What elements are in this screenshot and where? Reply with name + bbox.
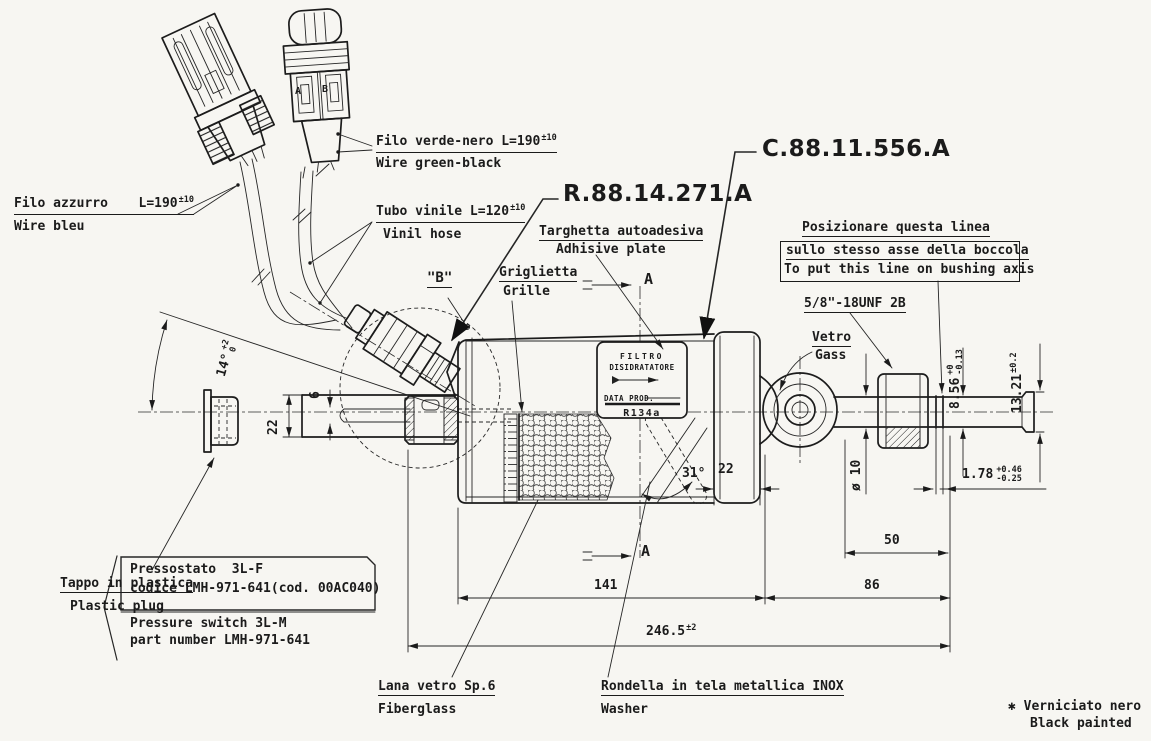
label-sight-glass-en: Gass bbox=[815, 348, 847, 363]
wire-blue-tolerance: ±10 bbox=[178, 195, 194, 205]
pressostato-en1: Pressure switch 3L-M bbox=[130, 616, 287, 631]
plate-data-prod: DATA PROD. bbox=[604, 394, 655, 403]
label-sight-glass-it: Vetro bbox=[812, 330, 852, 347]
adhesive-plate bbox=[596, 341, 688, 419]
part-number-leaders bbox=[451, 151, 757, 342]
label-plastic-plug-it: Tappo in plastica bbox=[60, 576, 194, 593]
wire-blue-length-value: L=190 bbox=[138, 196, 178, 211]
plastic-plug bbox=[151, 389, 239, 571]
wire-leaders bbox=[177, 132, 373, 305]
label-grille-it: Griglietta bbox=[499, 265, 578, 282]
dimension-lines bbox=[282, 343, 1047, 653]
dim-50: 50 bbox=[884, 533, 900, 548]
hose-break-mark bbox=[292, 208, 312, 224]
label-fiberglass-it: Lana vetro Sp.6 bbox=[378, 679, 496, 696]
dim-phi10: ø 10 bbox=[849, 459, 864, 491]
note-black-painted-it: ✱ Verniciato nero bbox=[1008, 699, 1141, 714]
dim-86: 86 bbox=[864, 578, 880, 593]
section-letter-a-bottom: A bbox=[641, 542, 651, 560]
label-washer-it: Rondella in tela metallica INOX bbox=[601, 679, 844, 696]
pressostato-it1: Pressostato 3L-F bbox=[130, 562, 264, 577]
dim-856-tolerance: +0-0.13 bbox=[946, 349, 965, 375]
label-thread-spec: 5/8"-18UNF 2B bbox=[804, 296, 906, 313]
wire-break-mark bbox=[251, 268, 271, 286]
label-wire-green-black-it: Filo verde-nero L=190±10 bbox=[376, 133, 557, 153]
wire-green-black-text: Filo verde-nero L=190 bbox=[376, 134, 541, 149]
label-fiberglass-en: Fiberglass bbox=[378, 702, 457, 717]
label-wire-green-black-en: Wire green-black bbox=[376, 156, 502, 171]
dim-1321-value: 13.21 bbox=[1010, 373, 1025, 413]
wire-green-black-tolerance: ±10 bbox=[541, 133, 557, 143]
wires-and-hose bbox=[239, 158, 353, 331]
inlet-tube bbox=[301, 394, 512, 438]
dim-31-deg: 31° bbox=[682, 466, 706, 481]
dim-178-tolerance: +0.46-0.25 bbox=[996, 466, 1022, 483]
label-vinyl-hose-en: Vinil hose bbox=[383, 227, 462, 242]
grille bbox=[503, 413, 518, 503]
dim-856: 8.56 +0-0.13 bbox=[946, 349, 965, 409]
dim-246: 246.5±2 bbox=[646, 623, 697, 641]
dim-178-value: 1.78 bbox=[962, 467, 994, 482]
dim-22-tube: 22 bbox=[266, 419, 281, 435]
dim-856-tol-dn: -0.13 bbox=[954, 349, 965, 375]
vinyl-hose-tolerance: ±10 bbox=[510, 203, 526, 213]
note-position-line-it1: Posizionare questa linea bbox=[802, 220, 990, 237]
label-plastic-plug-en: Plastic plug bbox=[70, 599, 164, 614]
dim-6: 6 bbox=[308, 391, 323, 399]
label-adhesive-plate-en: Adhisive plate bbox=[556, 242, 666, 257]
part-number-r: R.88.14.271.A bbox=[563, 181, 753, 207]
section-arrows bbox=[582, 280, 632, 561]
connector-pin-a: A bbox=[295, 86, 302, 97]
connector-left bbox=[161, 12, 276, 167]
washer-mesh bbox=[640, 411, 708, 505]
dim-856-value: 8.56 bbox=[948, 377, 963, 409]
note-position-line-en: To put this line on bushing axis bbox=[784, 262, 1035, 277]
pressure-switch bbox=[343, 304, 461, 394]
pressostato-box bbox=[103, 555, 376, 661]
black-painted-it-text: Verniciato nero bbox=[1023, 699, 1142, 714]
dim-246-tolerance: ±2 bbox=[686, 623, 697, 633]
label-detail-b: "B" bbox=[427, 270, 453, 288]
connector-right bbox=[282, 8, 351, 173]
wire-blue-length: L=190±10 bbox=[138, 195, 195, 213]
dim-178-tol-dn: -0.25 bbox=[996, 473, 1022, 484]
section-letter-a-top: A bbox=[644, 270, 654, 288]
label-vinyl-hose-it: Tubo vinile L=120±10 bbox=[376, 203, 526, 223]
plate-title-line2: DISIDRATATORE bbox=[609, 363, 675, 372]
angle-14-dimension bbox=[149, 311, 471, 417]
connector-pin-b: B bbox=[322, 84, 329, 95]
label-wire-blue-it: Filo azzurro L=190±10 bbox=[14, 195, 195, 215]
wire-blue-text: Filo azzurro bbox=[14, 196, 108, 211]
dim-1321-tolerance: ±0.2 bbox=[1009, 352, 1019, 373]
sight-glass bbox=[762, 372, 838, 448]
label-washer-en: Washer bbox=[601, 702, 648, 717]
asterisk-icon: ✱ bbox=[1008, 699, 1016, 714]
tube-flare bbox=[1021, 391, 1035, 433]
detail-b-leader-dot bbox=[463, 323, 471, 331]
pressostato-it2: codice LMH-971-641(cod. 00AC040) bbox=[130, 581, 381, 596]
note-black-painted-en: Black painted bbox=[1030, 716, 1132, 731]
detail-b-circle bbox=[339, 307, 501, 469]
end-cap bbox=[713, 331, 779, 504]
label-grille-en: Grille bbox=[503, 284, 550, 299]
label-adhesive-plate-it: Targhetta autoadesiva bbox=[539, 224, 704, 241]
dim-22-cap: 22 bbox=[718, 462, 734, 477]
outlet-tube bbox=[833, 373, 1035, 449]
note-position-line-it2: sullo stesso asse della boccola bbox=[786, 243, 1029, 260]
dim-1321: 13.21±0.2 bbox=[1009, 352, 1027, 413]
dim-178: 1.78+0.46-0.25 bbox=[962, 466, 1022, 483]
desiccant-honeycomb bbox=[518, 413, 615, 501]
label-wire-blue-en: Wire bleu bbox=[14, 219, 85, 234]
vinyl-hose-text: Tubo vinile L=120 bbox=[376, 204, 510, 219]
dim-246-value: 246.5 bbox=[646, 624, 686, 639]
leader-lines bbox=[451, 254, 945, 678]
dim-178-tol-up: +0.46 bbox=[996, 465, 1022, 475]
part-number-c: C.88.11.556.A bbox=[762, 136, 951, 162]
plate-title-line1: FILTRO bbox=[620, 352, 664, 361]
dim-141: 141 bbox=[594, 578, 618, 593]
pressostato-en2: part number LMH-971-641 bbox=[130, 633, 311, 648]
note-position-box bbox=[780, 241, 1020, 282]
plate-refrigerant: R134a bbox=[623, 408, 661, 419]
